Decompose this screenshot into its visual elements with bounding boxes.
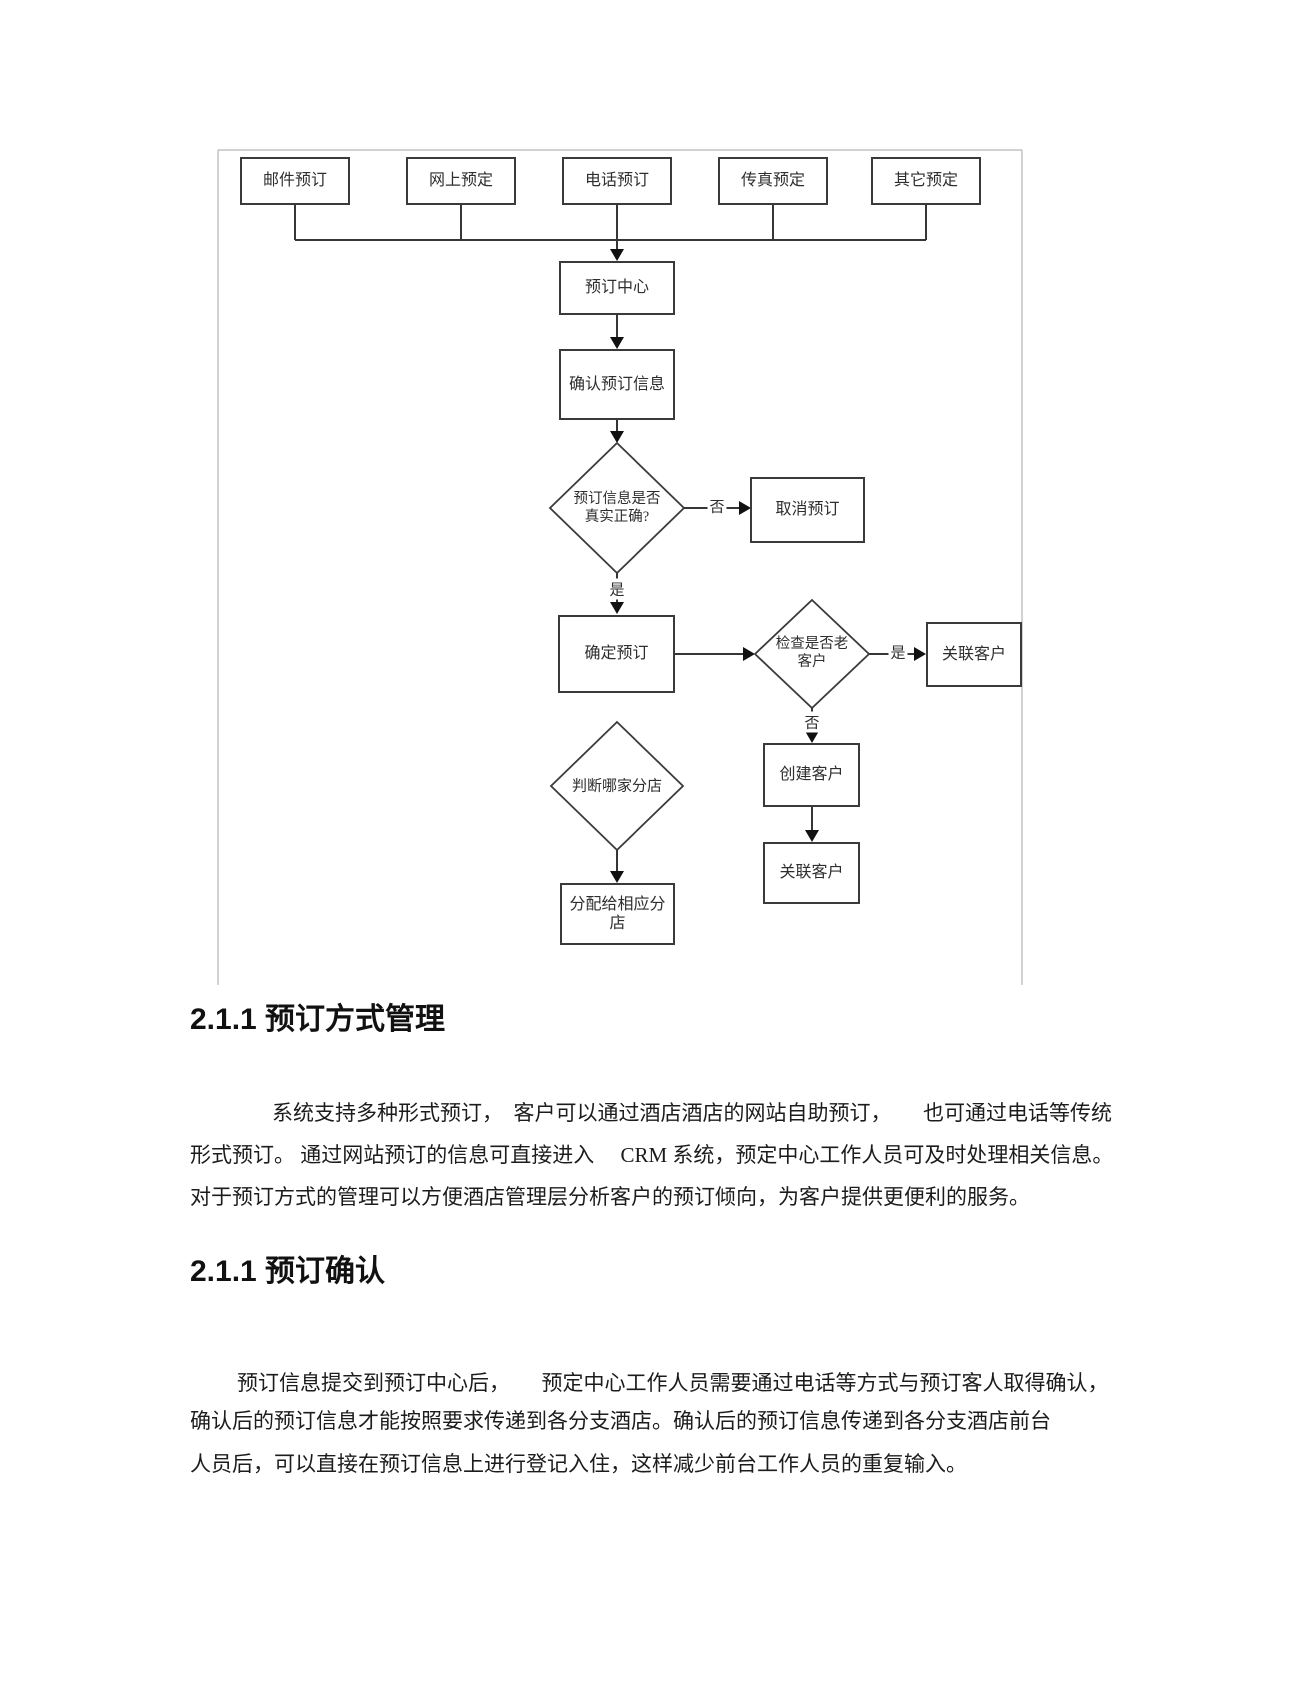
flow-node-confirm-booking: 确定预订: [558, 615, 675, 693]
flow-node-phone-booking: 电话预订: [562, 157, 672, 205]
flow-node-link-customer-2: 关联客户: [763, 842, 860, 904]
paragraph-line: 系统支持多种形式预订， 客户可以通过酒店酒店的网站自助预订， 也可通过电话等传统: [272, 1101, 1112, 1125]
paragraph-line: 人员后，可以直接在预订信息上进行登记入住，这样减少前台工作人员的重复输入。: [190, 1452, 967, 1476]
edge-label-yes-2: 是: [888, 641, 908, 663]
paragraph-line: 对于预订方式的管理可以方便酒店管理层分析客户的预订倾向，为客户提供更便利的服务。: [190, 1185, 1030, 1209]
flow-decision-returning-customer-label: 检查是否老 客户: [775, 635, 849, 670]
flow-node-other-booking: 其它预定: [871, 157, 981, 205]
flow-decision-which-branch-label: 判断哪家分店: [571, 778, 662, 795]
paragraph-line: 预订信息提交到预订中心后， 预定中心工作人员需要通过电话等方式与预订客人取得确认…: [237, 1371, 1109, 1395]
flow-node-booking-center: 预订中心: [559, 261, 675, 315]
edge-label-no-2: 否: [802, 711, 822, 733]
flow-node-create-customer: 创建客户: [763, 743, 860, 807]
flow-node-assign-branch: 分配给相应分 店: [560, 883, 675, 945]
flow-node-cancel-booking: 取消预订: [750, 477, 865, 543]
flow-node-web-booking: 网上预定: [406, 157, 516, 205]
flow-node-fax-booking: 传真预定: [718, 157, 828, 205]
section-heading-booking-method: 2.1.1 预订方式管理: [190, 1003, 446, 1036]
edge-label-no-1: 否: [707, 495, 727, 517]
flow-node-link-customer: 关联客户: [926, 622, 1022, 687]
section-heading-booking-confirm: 2.1.1 预订确认: [190, 1255, 386, 1288]
flow-decision-info-correct-label: 预订信息是否 真实正确?: [573, 490, 661, 525]
edge-label-yes-1: 是: [607, 578, 627, 600]
paragraph-line: 形式预订。 通过网站预订的信息可直接进入 CRM 系统，预定中心工作人员可及时处…: [190, 1143, 1114, 1167]
paragraph-line: 确认后的预订信息才能按照要求传递到各分支酒店。确认后的预订信息传递到各分支酒店前…: [190, 1409, 1051, 1433]
flow-node-confirm-booking-info: 确认预订信息: [559, 349, 675, 420]
booking-flowchart: 邮件预订 网上预定 电话预订 传真预定 其它预定 预订中心 确认预订信息 取消预…: [217, 149, 1023, 985]
flow-node-mail-booking: 邮件预订: [240, 157, 350, 205]
